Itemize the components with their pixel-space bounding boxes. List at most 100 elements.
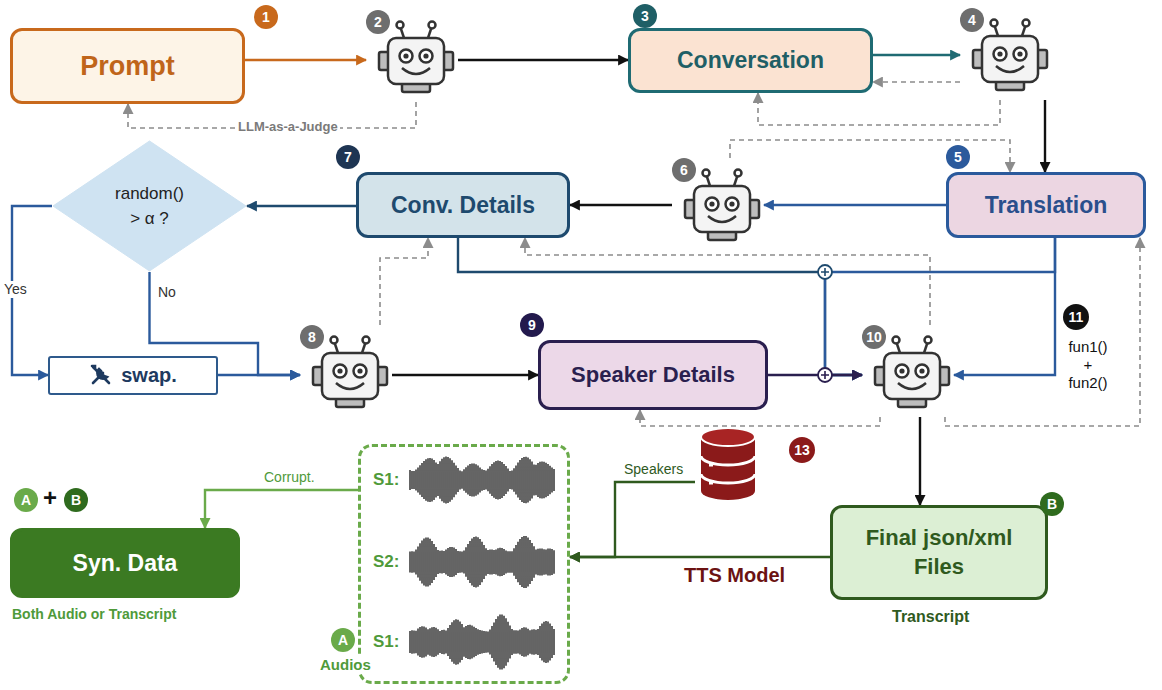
feedback-connector: [640, 410, 880, 426]
feedback-connector: [945, 238, 1140, 426]
junction-cross: [821, 371, 829, 379]
details-box: Conv. Details: [356, 172, 570, 238]
flow-connector: [570, 204, 672, 206]
robot-smile: [402, 68, 430, 74]
robot-antenna-tip: [703, 170, 710, 177]
robot-pupil: [423, 53, 428, 58]
waveform: [410, 536, 554, 588]
flow-connector: [1044, 100, 1046, 172]
robot-icon: [968, 16, 1052, 100]
robot-head: [322, 353, 378, 399]
flow-connector: [245, 59, 366, 61]
flow-connector: [764, 204, 946, 206]
callout-number: 3: [633, 4, 657, 28]
robot-head: [694, 186, 750, 232]
robot-icon: [308, 333, 392, 417]
robot-antenna-tip: [925, 337, 932, 344]
edge-label: Speakers: [622, 461, 685, 478]
feedback-connector: [873, 81, 960, 83]
llm-agent: 2: [366, 10, 458, 102]
callout-number: 4: [960, 8, 984, 32]
screwdriver: [92, 366, 109, 383]
callout-number: B: [1040, 492, 1064, 516]
box-label: swap.: [121, 364, 177, 387]
robot-smile: [336, 383, 364, 389]
tools-icon: [89, 363, 113, 387]
robot-head: [884, 353, 940, 399]
flow-connector: [954, 238, 1055, 375]
edge-label: LLM-as-a-Judge: [236, 119, 340, 135]
box-label: Prompt: [80, 51, 175, 82]
robot-smile: [996, 66, 1024, 72]
flow-connector: [218, 374, 300, 376]
robot-antenna-tip: [1023, 20, 1030, 27]
feedback-connector: [380, 238, 428, 325]
robot-smile: [708, 216, 736, 222]
robot-eye: [354, 365, 367, 378]
edge-label: No: [156, 284, 178, 301]
robot-eye: [726, 198, 739, 211]
robot-antenna-tip: [735, 170, 742, 177]
flow-connector: [873, 54, 960, 56]
llm-agent: 4: [960, 8, 1052, 100]
flow-connector: [247, 205, 356, 206]
robot-icon: [870, 333, 954, 417]
junction-circle: [818, 368, 832, 382]
output-box: Final json/xml Files: [830, 505, 1048, 600]
robot-antenna-tip: [397, 22, 404, 29]
flow-connector: [825, 238, 1055, 375]
robot-pupil: [403, 53, 408, 58]
robot-pupil: [919, 368, 924, 373]
database-top: [701, 428, 755, 446]
callout-number: 9: [520, 313, 544, 337]
callout-number: A: [331, 628, 355, 652]
robot-pupil: [337, 368, 342, 373]
box-label: Conversation: [677, 47, 824, 74]
annotation: Transcript: [892, 608, 969, 626]
action-box: swap.: [48, 356, 218, 395]
robot-eye: [916, 365, 929, 378]
callout-number: B: [64, 488, 88, 512]
speaker-box: Speaker Details: [538, 340, 768, 410]
callout-number: 2: [366, 10, 390, 34]
edge-label: Corrupt.: [262, 469, 317, 486]
robot-eye: [1014, 48, 1027, 61]
flow-connector: [458, 59, 628, 61]
robot-eye: [420, 50, 433, 63]
flow-connector: [570, 482, 695, 557]
annotation: +: [43, 484, 57, 512]
robot-antenna-tip: [991, 20, 998, 27]
callout-number: 6: [672, 158, 696, 182]
flow-connector: [919, 417, 921, 505]
database-icon: [695, 425, 761, 505]
diamond-outline: [53, 141, 246, 271]
prompt-box: Prompt: [10, 28, 245, 104]
database-dots: [709, 465, 713, 501]
flow-connector: [392, 374, 538, 376]
condition-text: random() > α ?: [110, 181, 190, 232]
wrench: [93, 369, 107, 383]
decision-diamond: random() > α ?: [52, 140, 247, 272]
junction-cross: [821, 268, 829, 276]
callout-number: 1: [254, 5, 278, 29]
box-label: Translation: [985, 192, 1108, 219]
robot-pupil: [709, 201, 714, 206]
speaker-database: 13: [695, 425, 817, 505]
annotation: Audios: [318, 656, 373, 673]
feedback-connector: [758, 93, 1000, 125]
conversation-box: Conversation: [628, 28, 873, 93]
callout-number: 13: [789, 437, 815, 463]
audio-group: S1:S2:S1:: [358, 444, 570, 684]
result-box: Syn. Data: [10, 528, 240, 598]
robot-smile: [898, 383, 926, 389]
junction-plus: [818, 265, 832, 382]
robot-antenna-tip: [893, 337, 900, 344]
callout-number: A: [14, 488, 38, 512]
callout-number: 5: [946, 145, 970, 169]
llm-agent: 8: [300, 325, 392, 417]
robot-pupil: [729, 201, 734, 206]
junction-circle: [818, 265, 832, 279]
robot-head: [982, 36, 1038, 82]
robot-eye: [400, 50, 413, 63]
translation-box: Translation: [946, 172, 1146, 238]
